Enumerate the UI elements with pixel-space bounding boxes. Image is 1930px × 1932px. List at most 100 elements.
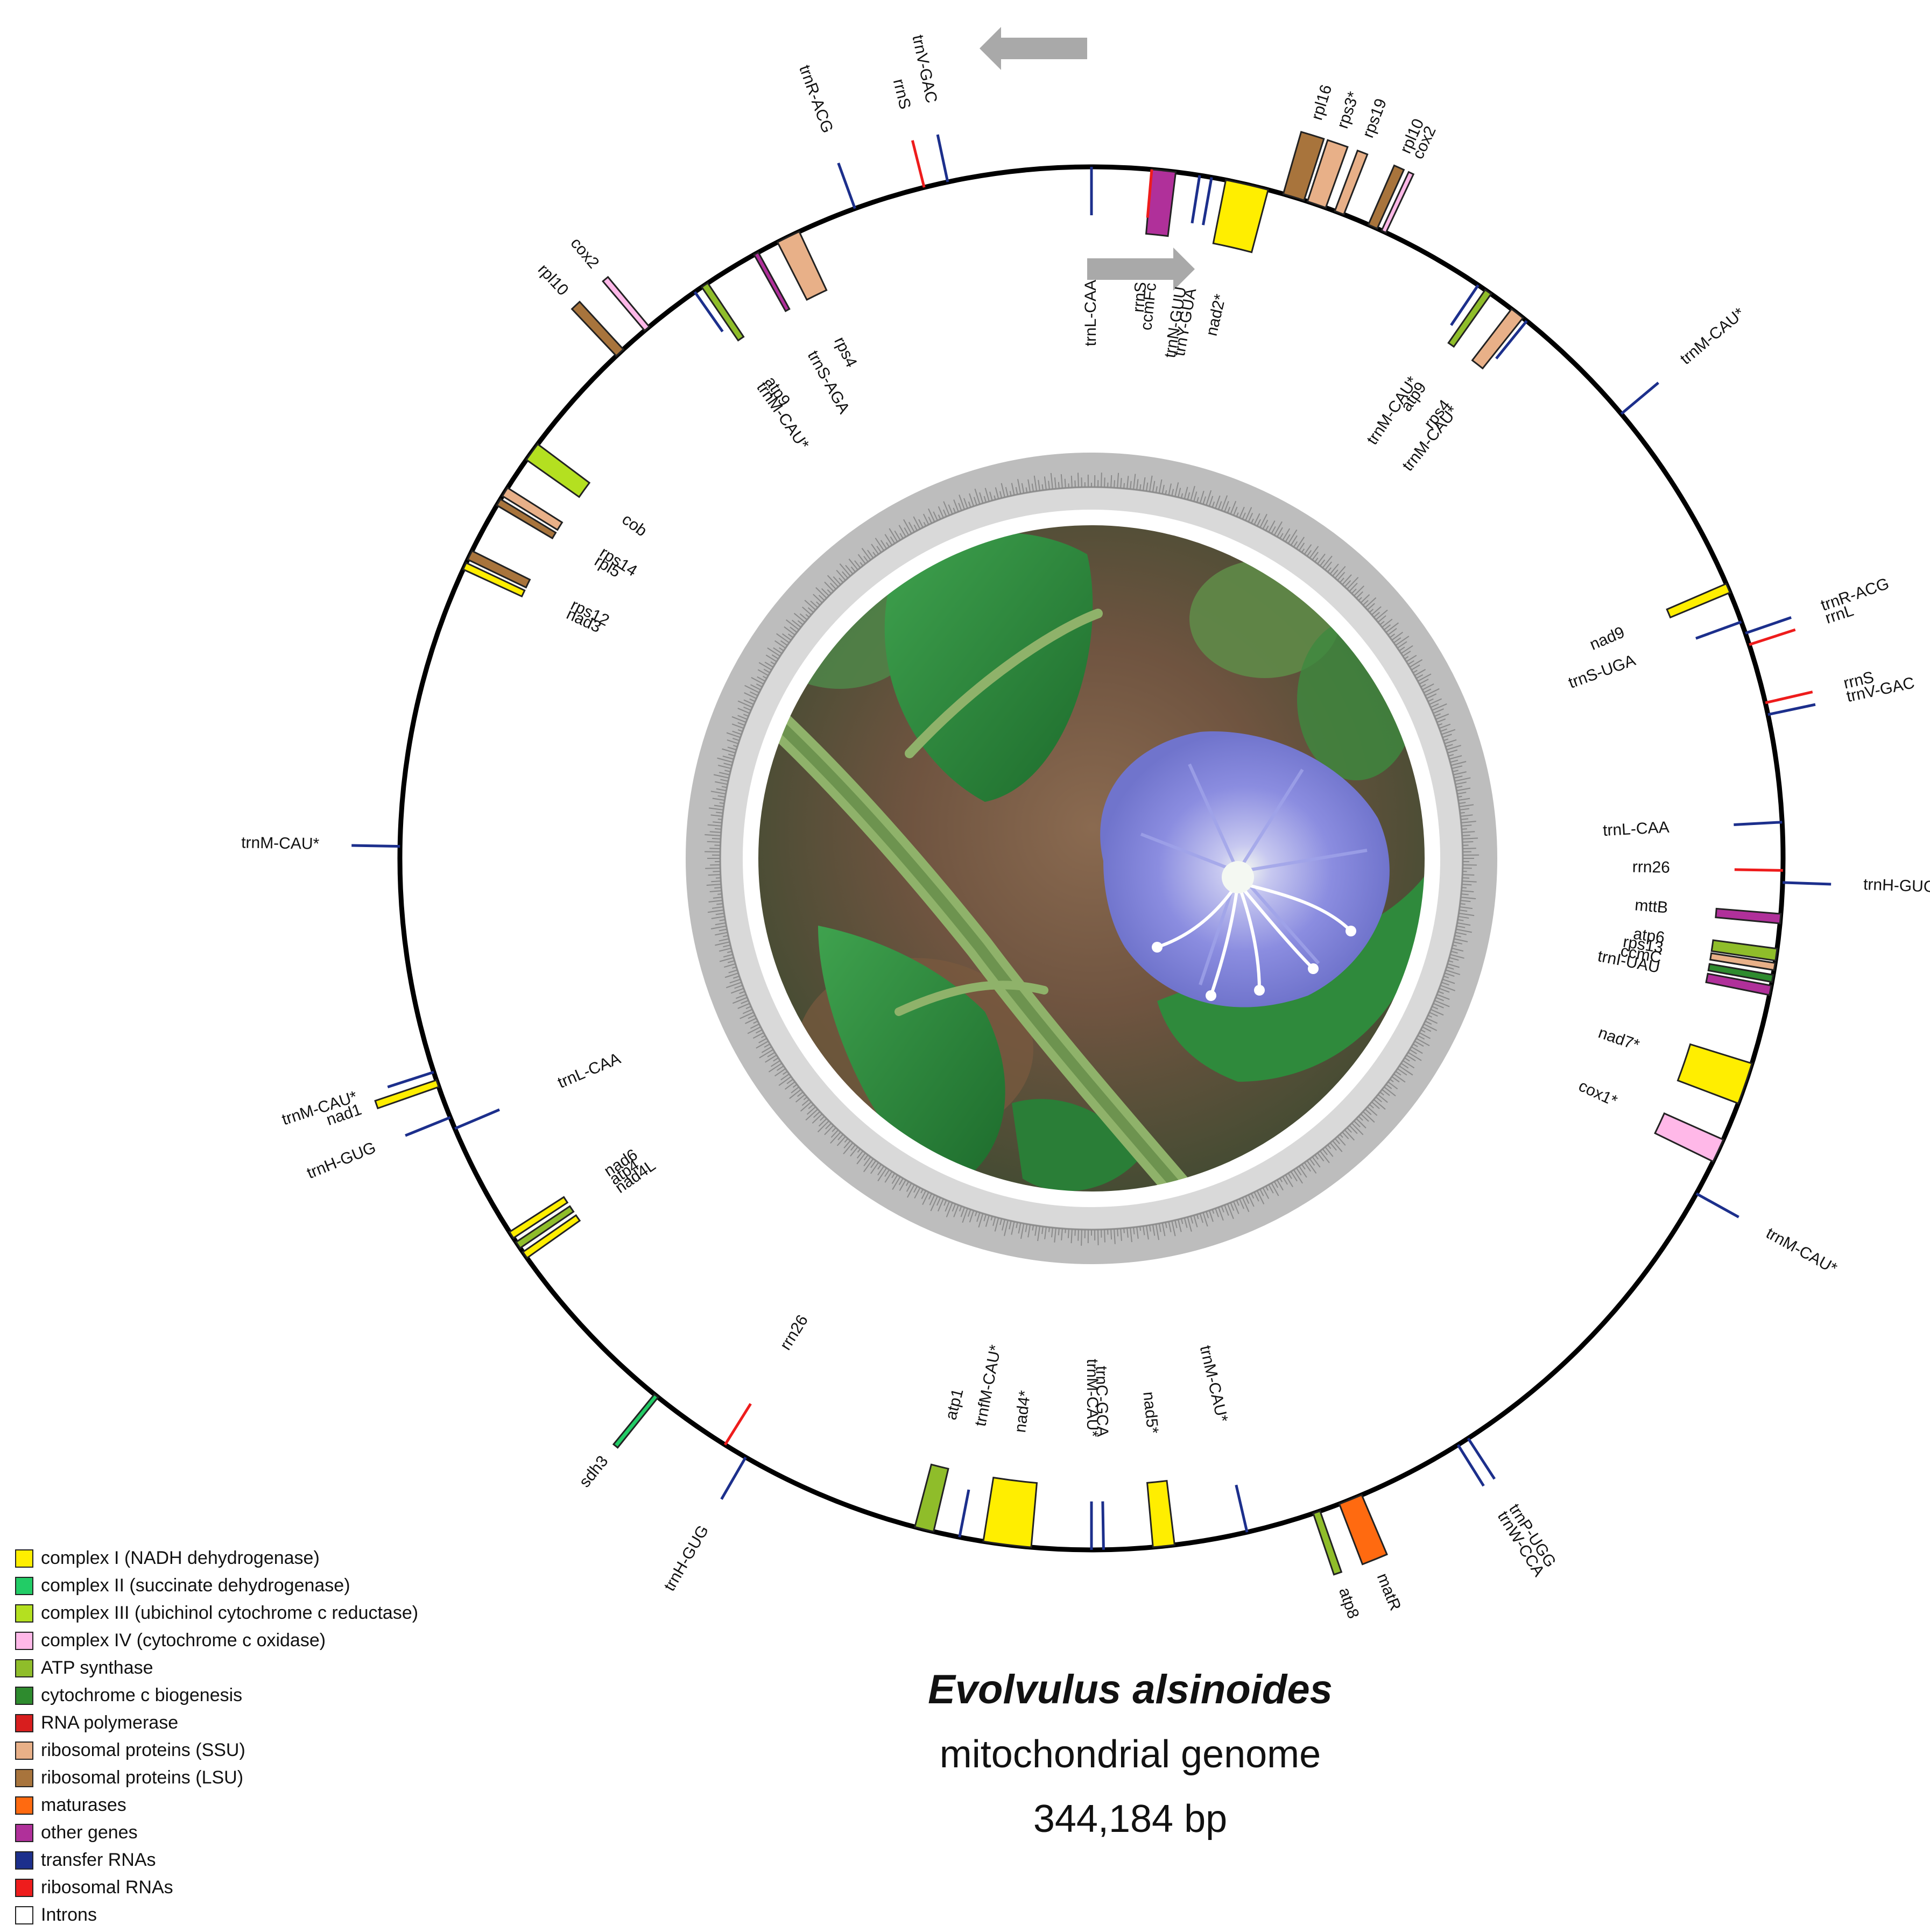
gene-label: rrn26 (1632, 858, 1671, 876)
species-name: Evolvulus alsinoides (753, 1658, 1507, 1722)
legend-label: ribosomal proteins (LSU) (41, 1767, 243, 1788)
gene-nad5-: nad5* (1139, 1391, 1174, 1547)
legend-swatch (15, 1714, 33, 1732)
gene-label: trnM-CAU* (241, 834, 320, 853)
legend-swatch (15, 1741, 33, 1760)
gene-label: trnC-GCA (1093, 1366, 1111, 1437)
gene-trns-uga: trnS-UGA (1566, 622, 1742, 692)
legend-label: cytochrome c biogenesis (41, 1685, 242, 1706)
gene-trnl-caa: trnL-CAA (455, 1049, 623, 1129)
legend-item-trna: transfer RNAs (15, 1846, 418, 1874)
gene-sdh3: sdh3 (576, 1394, 658, 1491)
gene-label: cob (619, 511, 651, 540)
gene-rps4: rps4 (1421, 309, 1523, 432)
legend-swatch (15, 1659, 33, 1677)
legend-label: complex IV (cytochrome c oxidase) (41, 1630, 326, 1651)
legend-label: complex II (succinate dehydrogenase) (41, 1575, 350, 1596)
gene-label: mttB (1634, 896, 1668, 916)
gene-label: nad7* (1596, 1024, 1642, 1054)
legend-item-rnapol: RNA polymerase (15, 1709, 418, 1737)
gene-trnm-cau-: trnM-CAU* (1621, 304, 1748, 414)
gene-rrn26: rrn26 (1632, 858, 1783, 876)
title-block: Evolvulus alsinoides mitochondrial genom… (753, 1658, 1507, 1851)
gene-rpl5: rpl5 (497, 499, 624, 581)
gene-label: trnM-CAU* (1677, 304, 1749, 368)
genome-type: mitochondrial genome (753, 1722, 1507, 1787)
legend-swatch (15, 1906, 33, 1924)
gene-label: rpl10 (534, 260, 572, 299)
gene-trnr-acg: trnR-ACG (795, 63, 855, 209)
gene-label: cox2 (567, 235, 602, 272)
legend-label: ribosomal RNAs (41, 1877, 173, 1898)
reverse-strand-arrow (980, 27, 1087, 70)
gene-label: nad4* (1011, 1390, 1034, 1434)
legend-label: complex I (NADH dehydrogenase) (41, 1548, 320, 1569)
legend-item-complexIV: complex IV (cytochrome c oxidase) (15, 1627, 418, 1654)
gene-label: trnL-CAA (1602, 819, 1670, 840)
gene-rrns: rrnS (890, 77, 924, 187)
legend-label: Introns (41, 1905, 97, 1926)
gene-label: rrn26 (777, 1312, 812, 1353)
gene-trnh-gug: trnH-GUG (660, 1457, 745, 1594)
legend-swatch (15, 1632, 33, 1650)
gene-label: matR (1373, 1571, 1404, 1613)
gene-atp4: atp4 (516, 1156, 643, 1248)
legend-item-other: other genes (15, 1819, 418, 1846)
legend-label: ribosomal proteins (SSU) (41, 1740, 245, 1761)
gene-trnm-cau-: trnM-CAU* (695, 292, 813, 453)
legend-label: maturases (41, 1795, 126, 1816)
gene-label: atp1 (942, 1387, 967, 1422)
legend-item-atp: ATP synthase (15, 1654, 418, 1682)
gene-label: trnH-GUG (1863, 876, 1930, 896)
legend-swatch (15, 1796, 33, 1815)
gene-mttb: mttB (1634, 896, 1781, 923)
legend-label: RNA polymerase (41, 1712, 178, 1733)
gene-trnm-cau-: trnM-CAU* (241, 834, 400, 853)
legend-item-mat: maturases (15, 1792, 418, 1819)
gene-trnm-cau-: trnM-CAU* (1696, 1194, 1840, 1278)
gene-rrns: rrnS (1130, 170, 1152, 313)
gene-label: trnR-ACG (795, 63, 836, 136)
gene-atp1: atp1 (915, 1387, 967, 1532)
legend-label: other genes (41, 1822, 138, 1843)
gene-trnc-gca: trnC-GCA (1093, 1366, 1111, 1550)
gene-trnl-caa: trnL-CAA (1082, 167, 1100, 346)
gene-label: trnH-GUG (660, 1522, 712, 1594)
legend-item-complexI: complex I (NADH dehydrogenase) (15, 1545, 418, 1572)
gene-label: atp8 (1335, 1585, 1362, 1621)
gene-nad2-: nad2* (1203, 180, 1269, 337)
gene-label: trnfM-CAU* (971, 1343, 1005, 1428)
legend-swatch (15, 1604, 33, 1623)
gene-trnm-cau-: trnM-CAU* (280, 1072, 434, 1129)
gene-label: trnS-UGA (1566, 651, 1638, 692)
gene-label: trnR-ACG (1819, 575, 1891, 615)
legend-item-complexIII: complex III (ubichinol cytochrome c redu… (15, 1599, 418, 1627)
gene-label: cox1* (1576, 1077, 1620, 1110)
legend-label: complex III (ubichinol cytochrome c redu… (41, 1603, 418, 1624)
legend-swatch (15, 1851, 33, 1870)
gene-nad4l: nad4L (523, 1157, 659, 1258)
gene-label: trnM-CAU* (1763, 1224, 1840, 1278)
legend-item-rps: ribosomal proteins (SSU) (15, 1737, 418, 1764)
gene-label: trnL-CAA (1082, 280, 1100, 346)
legend-label: transfer RNAs (41, 1850, 156, 1871)
gene-nad7-: nad7* (1596, 1024, 1752, 1103)
gene-rrn26: rrn26 (725, 1312, 812, 1445)
legend-swatch (15, 1769, 33, 1787)
gene-label: rrnS (1130, 281, 1150, 313)
gene-label: nad5* (1139, 1391, 1161, 1435)
gene-label: rps4 (830, 334, 860, 370)
gene-label: trnL-CAA (555, 1049, 623, 1092)
gene-label: trnM-CAU* (1196, 1344, 1231, 1424)
legend-swatch (15, 1577, 33, 1595)
gene-label: nad9 (1587, 623, 1627, 653)
genome-size: 344,184 bp (753, 1787, 1507, 1851)
gene-trnl-caa: trnL-CAA (1602, 819, 1782, 840)
legend-item-rpl: ribosomal proteins (LSU) (15, 1764, 418, 1792)
legend: complex I (NADH dehydrogenase) complex II… (15, 1545, 418, 1929)
gene-trnh-gug: trnH-GUG (305, 1117, 450, 1182)
gene-nad9: nad9 (1587, 584, 1730, 654)
gene-trnm-cau-: trnM-CAU* (1196, 1344, 1247, 1532)
gene-trnv-gac: trnV-GAC (908, 33, 947, 182)
gene-label: trnH-GUG (305, 1139, 379, 1182)
